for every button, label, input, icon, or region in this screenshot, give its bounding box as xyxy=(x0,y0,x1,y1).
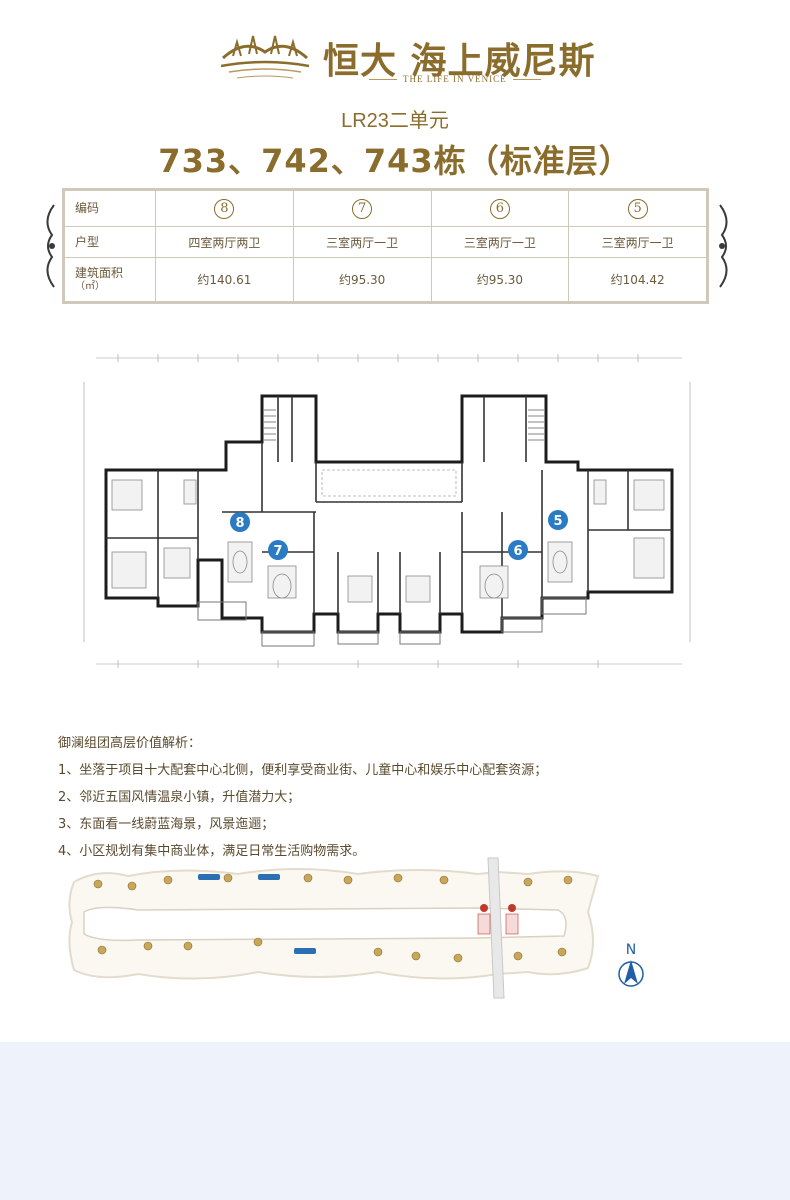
row-label-area-line2: （㎡） xyxy=(75,280,105,292)
unit-type-cell: 三室两厅一卫 xyxy=(430,226,570,258)
unit-marker-5 xyxy=(548,510,568,530)
unit-area-cell: 约95.30 xyxy=(430,257,570,302)
notes-item: 2、邻近五国风情温泉小镇，升值潜力大； xyxy=(58,790,301,805)
notes-heading: 御澜组团高层价值解析： xyxy=(58,736,202,751)
value-analysis: 御澜组团高层价值解析： 1、坐落于项目十大配套中心北侧，便利享受商业街、儿童中心… xyxy=(58,730,758,865)
floor-plan: 8 7 6 5 xyxy=(83,354,691,668)
dimension-lines xyxy=(83,354,691,668)
compass-label: N xyxy=(626,942,636,958)
facility-pins xyxy=(477,904,519,935)
brand-tagline: THE LIFE IN VENICE xyxy=(363,74,547,84)
unit-code-badge: 8 xyxy=(214,198,235,219)
footer-background xyxy=(0,1042,790,1200)
unit-marker-8 xyxy=(230,512,250,532)
highlighted-buildings xyxy=(198,874,316,954)
building-markers xyxy=(93,873,573,963)
unit-code-badge: 5 xyxy=(627,198,648,219)
main-road xyxy=(487,857,505,999)
compass-icon: N xyxy=(618,942,644,987)
unit-type-cell: 三室两厅一卫 xyxy=(292,226,432,258)
interior-walls xyxy=(106,396,672,618)
unit-marker-label: 6 xyxy=(513,544,522,559)
unit-type-cell: 四室两厅两卫 xyxy=(155,226,294,258)
right-ornament-icon xyxy=(719,204,728,288)
unit-marker-label: 5 xyxy=(553,514,562,529)
stairs xyxy=(264,409,544,441)
row-label-code: 编码 xyxy=(64,189,156,228)
unit-marker-label: 8 xyxy=(235,516,244,531)
unit-type-cell: 三室两厅一卫 xyxy=(568,226,707,258)
corridor xyxy=(321,469,457,497)
ship-emblem-icon xyxy=(220,35,310,79)
row-label-area-line1: 建筑面积 xyxy=(75,265,124,280)
exterior-walls xyxy=(104,394,674,634)
unit-marker-label: 7 xyxy=(273,544,282,559)
unit-area-cell: 约95.30 xyxy=(292,257,432,302)
row-label-type: 户型 xyxy=(64,226,156,258)
table-row-code: 编码 8 7 6 5 xyxy=(64,189,707,228)
site-map: N xyxy=(68,857,644,999)
unit-spec-table: 编码 8 7 6 5 户型 四室两厅两卫 三室两厅一卫 三室两厅一卫 三室两厅一… xyxy=(62,188,709,304)
table-row-area: 建筑面积 （㎡） 约140.61 约95.30 约95.30 约104.42 xyxy=(64,257,707,302)
unit-area-cell: 约104.42 xyxy=(568,257,707,302)
brand-logo: 恒大 海上威尼斯 THE LIFE IN VENICE xyxy=(215,28,595,88)
notes-item: 4、小区规划有集中商业体，满足日常生活购物需求。 xyxy=(58,844,366,859)
inner-road xyxy=(83,906,567,942)
unit-code-badge: 7 xyxy=(352,198,373,219)
left-ornament-icon xyxy=(46,204,55,288)
row-label-area: 建筑面积 （㎡） xyxy=(64,257,156,302)
table-row-type: 户型 四室两厅两卫 三室两厅一卫 三室两厅一卫 三室两厅一卫 xyxy=(64,226,707,258)
unit-marker-7 xyxy=(268,540,288,560)
notes-item: 1、坐落于项目十大配套中心北侧，便利享受商业街、儿童中心和娱乐中心配套资源； xyxy=(58,763,548,778)
unit-title: LR23二单元 xyxy=(341,110,449,132)
furniture xyxy=(111,479,665,603)
unit-marker-6 xyxy=(508,540,528,560)
notes-item: 3、东面看一线蔚蓝海景，风景迤逦； xyxy=(58,817,275,832)
unit-markers: 8 7 6 5 xyxy=(230,510,568,560)
unit-code-badge: 6 xyxy=(489,198,510,219)
balconies xyxy=(197,597,587,647)
unit-area-cell: 约140.61 xyxy=(155,257,294,302)
building-title: 733、742、743栋（标准层） xyxy=(158,142,632,180)
